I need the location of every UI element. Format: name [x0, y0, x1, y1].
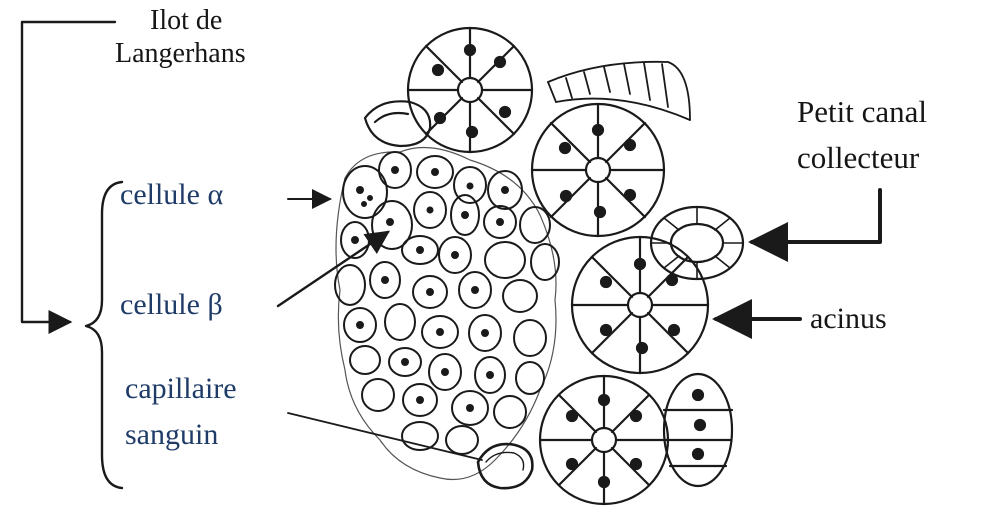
collecting-duct [651, 207, 743, 279]
label-cellule-beta: cellule β [120, 288, 223, 323]
acinus-top [408, 28, 532, 152]
label-capillaire-line1: capillaire [125, 372, 237, 407]
alpha-cell [343, 166, 387, 218]
label-capillaire-line2: sanguin [125, 418, 218, 453]
acinus-small-right [664, 374, 732, 486]
arrow-canal [752, 190, 880, 242]
acinus-right-upper [532, 104, 664, 236]
curly-brace [86, 182, 122, 488]
label-acinus: acinus [810, 302, 887, 337]
label-ilot-line1: Ilot de [150, 5, 222, 37]
arrow-cellule-beta [278, 232, 388, 306]
capillary [478, 444, 532, 488]
islet-cells [335, 148, 559, 480]
acinus-bottom [540, 376, 668, 504]
arrow-capillaire [288, 413, 482, 460]
acinus-middle [572, 237, 708, 373]
label-cellule-alpha: cellule α [120, 178, 223, 213]
label-canal-line1: Petit canal [797, 94, 927, 130]
label-canal-line2: collecteur [797, 140, 919, 176]
label-ilot-line2: Langerhans [115, 38, 246, 70]
small-capillary [365, 101, 430, 146]
